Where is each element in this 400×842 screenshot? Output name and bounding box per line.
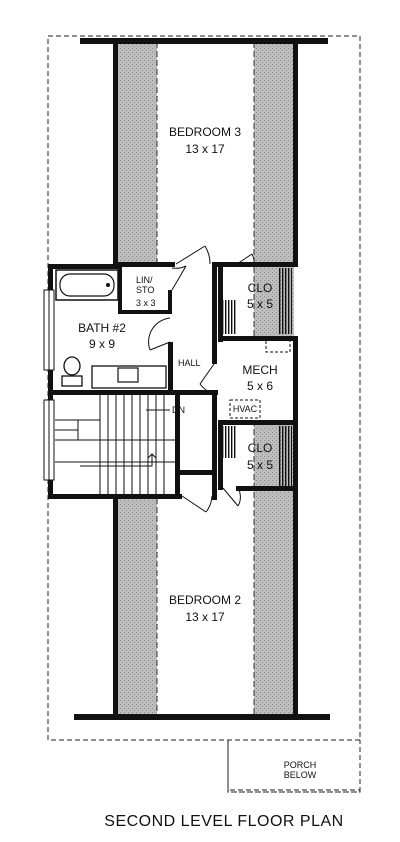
closet-rod-lower-left [222, 426, 236, 458]
wall [218, 420, 223, 490]
door-bedroom3[interactable] [175, 245, 211, 265]
wall [48, 264, 53, 498]
toilet [61, 356, 83, 387]
hvac-unit [229, 399, 261, 419]
wall [218, 420, 298, 425]
wall [175, 470, 215, 475]
wall [218, 262, 223, 342]
closet-lower-size: 5 x 5 [247, 458, 273, 472]
linen-name-line2: STO [136, 285, 154, 295]
bedroom3-name: BEDROOM 3 [169, 125, 241, 139]
door-linen[interactable] [171, 265, 187, 291]
vanity [91, 365, 167, 389]
door-closet-upper[interactable] [233, 253, 255, 267]
stairs [55, 395, 175, 494]
wall [218, 336, 298, 341]
door-bath[interactable] [148, 317, 171, 351]
wall [236, 486, 298, 491]
bedroom2-name: BEDROOM 2 [169, 593, 241, 607]
bedroom2-size: 13 x 17 [185, 610, 225, 624]
porch-label-line2: BELOW [284, 770, 317, 780]
bathtub [55, 269, 119, 301]
mech-name: MECH [242, 363, 277, 377]
bedroom3-size: 13 x 17 [185, 142, 225, 156]
wall [48, 390, 218, 395]
closet-upper-name: CLO [248, 281, 273, 295]
sloped-ceiling-right-lower [254, 498, 294, 716]
wall [212, 262, 298, 267]
wall [113, 262, 175, 267]
door-mech[interactable] [199, 363, 215, 395]
wall [212, 262, 217, 364]
sloped-ceiling-left-upper [117, 42, 157, 264]
wall [212, 394, 217, 500]
linen-size: 3 x 3 [136, 298, 156, 308]
wall [293, 44, 298, 262]
porch-outline [227, 740, 361, 793]
closet-rod-lower [278, 426, 292, 486]
wall [168, 342, 173, 394]
bath-size: 9 x 9 [89, 337, 115, 351]
stair-down-label: DN [172, 405, 185, 415]
wall [175, 395, 180, 499]
door-closet-lower[interactable] [222, 487, 241, 507]
mech-size: 5 x 6 [247, 379, 273, 393]
plan-title: SECOND LEVEL FLOOR PLAN [104, 813, 343, 830]
wall [118, 310, 172, 314]
wall [48, 494, 182, 499]
linen-name-line1: LIN/ [136, 275, 153, 285]
closet-rod-upper-left [222, 300, 236, 334]
door-bedroom2[interactable] [181, 495, 213, 513]
closet-rod-upper [278, 268, 292, 334]
porch-label-line1: PORCH [284, 760, 317, 770]
bottom-wall [74, 714, 330, 720]
sloped-ceiling-right-upper [254, 42, 294, 264]
closet-upper-size: 5 x 5 [247, 297, 273, 311]
sloped-ceiling-left-lower [117, 498, 157, 716]
hall-name: HALL [178, 358, 201, 368]
wall [113, 496, 118, 716]
wall [293, 420, 298, 716]
wall [48, 264, 118, 269]
wall [168, 290, 172, 314]
attic-access [265, 337, 291, 353]
top-wall [80, 38, 328, 44]
wall [293, 336, 298, 422]
wall [113, 44, 118, 266]
closet-lower-name: CLO [248, 441, 273, 455]
wall [118, 264, 122, 314]
hvac-label: HVAC [233, 404, 258, 414]
bath-name: BATH #2 [78, 321, 126, 335]
